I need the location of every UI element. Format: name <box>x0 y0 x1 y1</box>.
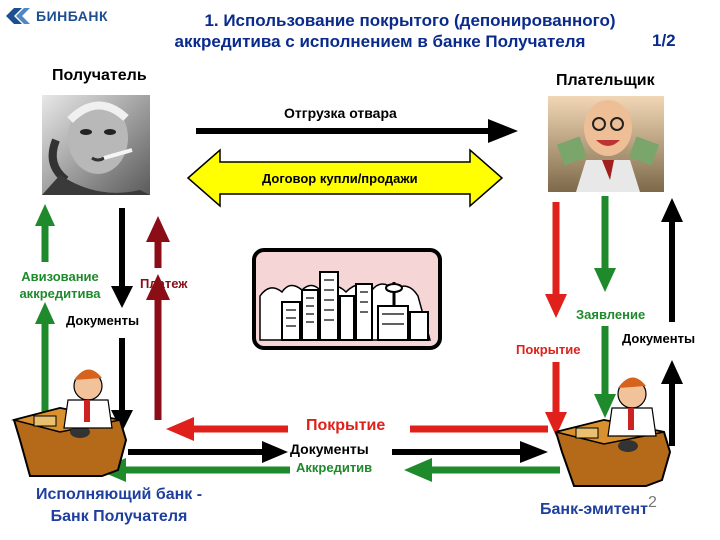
documents-right-label: Документы <box>622 331 696 346</box>
coverage-right-label: Покрытие <box>516 342 581 357</box>
advising-arrow <box>35 204 55 412</box>
logo-icon <box>6 8 30 24</box>
coverage-bottom-label: Покрытие <box>306 417 386 434</box>
executing-bank-illustration <box>11 369 128 477</box>
advising-label-line2: аккредитива <box>19 286 101 301</box>
shipment-arrow <box>196 119 518 143</box>
application-arrow <box>594 196 616 418</box>
city-illustration <box>252 248 442 350</box>
page-indicator: 1/2 <box>652 31 676 50</box>
contract-label: Договор купли/продажи <box>262 171 418 186</box>
executing-bank-label-line2: Банк Получателя <box>50 508 188 525</box>
documents-bottom-label: Документы <box>290 441 369 457</box>
letter-of-credit-label: Аккредитив <box>296 460 373 475</box>
executing-bank-label-line1: Исполняющий банк - <box>35 486 203 503</box>
slide-number: 2 <box>648 494 657 511</box>
payment-label: Платеж <box>140 276 188 291</box>
documents-down-arrow-left <box>111 208 133 432</box>
title-line-2: аккредитива с исполнением в банке Получа… <box>174 32 586 51</box>
recipient-photo <box>42 95 150 195</box>
executing-bank-label: Исполняющий банк - Банк Получателя <box>14 484 224 528</box>
application-label: Заявление <box>576 307 646 322</box>
documents-up-arrow-right <box>661 198 683 446</box>
payer-photo <box>548 96 664 192</box>
coverage-down-arrow <box>545 202 567 436</box>
advising-label-line1: Авизование <box>21 269 99 284</box>
bank-logo: БИНБАНК <box>4 3 114 29</box>
issuing-bank-illustration <box>554 377 672 487</box>
issuing-bank-label: Банк-эмитент <box>540 501 648 518</box>
documents-left-label: Документы <box>66 313 140 328</box>
documents-right-arrow <box>128 441 548 463</box>
shipment-label: Отгрузка отвара <box>284 105 397 121</box>
coverage-left-arrow <box>166 417 548 441</box>
payment-arrow <box>146 216 170 420</box>
title-line-1: 1. Использование покрытого (депонированн… <box>204 11 616 30</box>
recipient-label: Получатель <box>52 67 147 84</box>
contract-double-arrow <box>186 148 504 208</box>
advising-label: Авизование аккредитива <box>12 268 108 302</box>
slide-title: 1. Использование покрытого (депонированн… <box>110 10 710 52</box>
payer-label: Плательщик <box>556 72 655 89</box>
logo-text: БИНБАНК <box>36 8 109 24</box>
